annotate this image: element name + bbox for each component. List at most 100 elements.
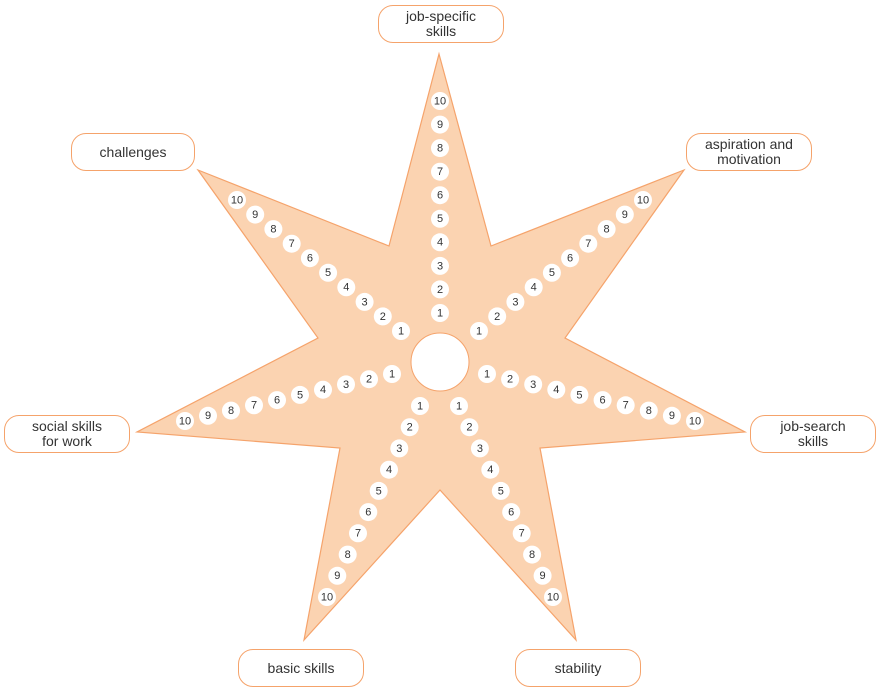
scale-marker-circle: [524, 375, 543, 394]
scale-marker-number: 10: [231, 194, 243, 206]
scale-marker-circle: [533, 566, 552, 585]
scale-marker-number: 7: [519, 528, 525, 540]
scale-marker-number: 2: [466, 422, 472, 434]
scale-marker-number: 7: [437, 166, 443, 178]
scale-marker-circle: [470, 322, 488, 340]
scale-marker-circle: [502, 503, 521, 522]
scale-marker-circle: [431, 256, 449, 275]
scale-marker-circle: [431, 233, 449, 252]
scale-marker-circle: [501, 370, 520, 389]
scale-marker-circle: [319, 263, 338, 282]
scale-marker-number: 7: [623, 400, 629, 412]
scale-marker-circle: [523, 545, 542, 564]
scale-marker-circle: [579, 234, 598, 253]
scale-marker-number: 4: [320, 384, 326, 396]
scale-marker-number: 10: [321, 591, 333, 603]
scale-marker-number: 8: [228, 405, 234, 417]
scale-marker-number: 2: [380, 311, 386, 323]
scale-marker-number: 3: [530, 379, 536, 391]
scale-marker-number: 9: [622, 209, 628, 221]
scale-marker-number: 9: [669, 410, 675, 422]
scale-marker-circle: [488, 307, 507, 326]
scale-marker-number: 5: [297, 389, 303, 401]
scale-marker-number: 7: [289, 238, 295, 250]
scale-marker-circle: [380, 460, 398, 479]
scale-marker-number: 7: [355, 528, 361, 540]
scale-marker-number: 6: [274, 395, 280, 407]
scale-marker-number: 1: [417, 400, 423, 412]
scale-marker-number: 6: [365, 507, 371, 519]
scale-marker-circle: [544, 588, 562, 606]
label-aspiration-and-motivation: aspiration and motivation: [686, 133, 812, 171]
scale-marker-number: 1: [456, 400, 462, 412]
scale-marker-circle: [431, 162, 449, 181]
scale-marker-number: 3: [512, 296, 518, 308]
scale-marker-circle: [400, 418, 419, 437]
scale-marker-number: 10: [547, 591, 559, 603]
scale-marker-number: 6: [508, 507, 514, 519]
scale-marker-circle: [616, 396, 635, 415]
scale-marker-circle: [561, 249, 580, 268]
scale-marker-circle: [615, 205, 634, 224]
scale-marker-circle: [686, 412, 704, 430]
scale-marker-circle: [264, 220, 283, 239]
scale-marker-number: 10: [689, 415, 701, 427]
scale-marker-circle: [460, 418, 479, 437]
scale-marker-number: 2: [407, 422, 413, 434]
scale-marker-number: 4: [531, 282, 537, 294]
scale-marker-number: 8: [529, 549, 535, 561]
scale-marker-circle: [547, 380, 566, 399]
scale-marker-number: 1: [437, 307, 443, 319]
scale-marker-number: 5: [549, 267, 555, 279]
scale-marker-circle: [359, 503, 378, 522]
scale-marker-circle: [450, 397, 468, 415]
scale-marker-number: 2: [494, 311, 500, 323]
scale-marker-circle: [314, 380, 332, 399]
scale-marker-number: 1: [398, 325, 404, 337]
scale-marker-number: 4: [487, 464, 493, 476]
scale-marker-circle: [639, 401, 658, 420]
scale-marker-circle: [431, 280, 449, 299]
label-social-skills-for-work: social skills for work: [4, 415, 130, 453]
scale-marker-circle: [268, 391, 286, 410]
scale-marker-circle: [328, 566, 347, 585]
scale-marker-circle: [411, 397, 429, 415]
scale-marker-number: 3: [477, 443, 483, 455]
scale-marker-circle: [300, 249, 319, 268]
scale-marker-circle: [392, 322, 410, 340]
scale-marker-circle: [524, 278, 543, 297]
scale-marker-number: 10: [637, 194, 649, 206]
scale-marker-number: 10: [179, 415, 191, 427]
label-job-search-skills: job-search skills: [750, 415, 876, 453]
scale-marker-number: 4: [437, 237, 443, 249]
scale-marker-number: 7: [585, 238, 591, 250]
scale-marker-circle: [491, 481, 510, 500]
scale-marker-number: 7: [251, 400, 257, 412]
scale-marker-circle: [369, 481, 388, 500]
scale-marker-circle: [176, 412, 194, 430]
scale-marker-circle: [390, 439, 409, 458]
scale-marker-number: 1: [389, 368, 395, 380]
scale-marker-number: 3: [362, 296, 368, 308]
scale-marker-circle: [481, 460, 500, 479]
scale-marker-circle: [431, 209, 449, 228]
scale-marker-number: 10: [434, 95, 446, 107]
scale-marker-circle: [634, 191, 652, 209]
scale-marker-number: 4: [553, 384, 559, 396]
scale-marker-circle: [360, 370, 378, 389]
scale-marker-number: 1: [476, 325, 482, 337]
scale-marker-number: 6: [567, 253, 573, 265]
scale-marker-number: 3: [396, 443, 402, 455]
scale-marker-circle: [597, 220, 616, 239]
scale-marker-number: 6: [437, 190, 443, 202]
scale-marker-circle: [478, 365, 496, 383]
scale-marker-number: 8: [604, 224, 610, 236]
scale-marker-number: 3: [343, 379, 349, 391]
scale-marker-number: 2: [437, 284, 443, 296]
scale-marker-circle: [506, 292, 525, 311]
label-challenges: challenges: [71, 133, 195, 171]
scale-marker-number: 1: [484, 368, 490, 380]
scale-marker-circle: [228, 191, 246, 209]
